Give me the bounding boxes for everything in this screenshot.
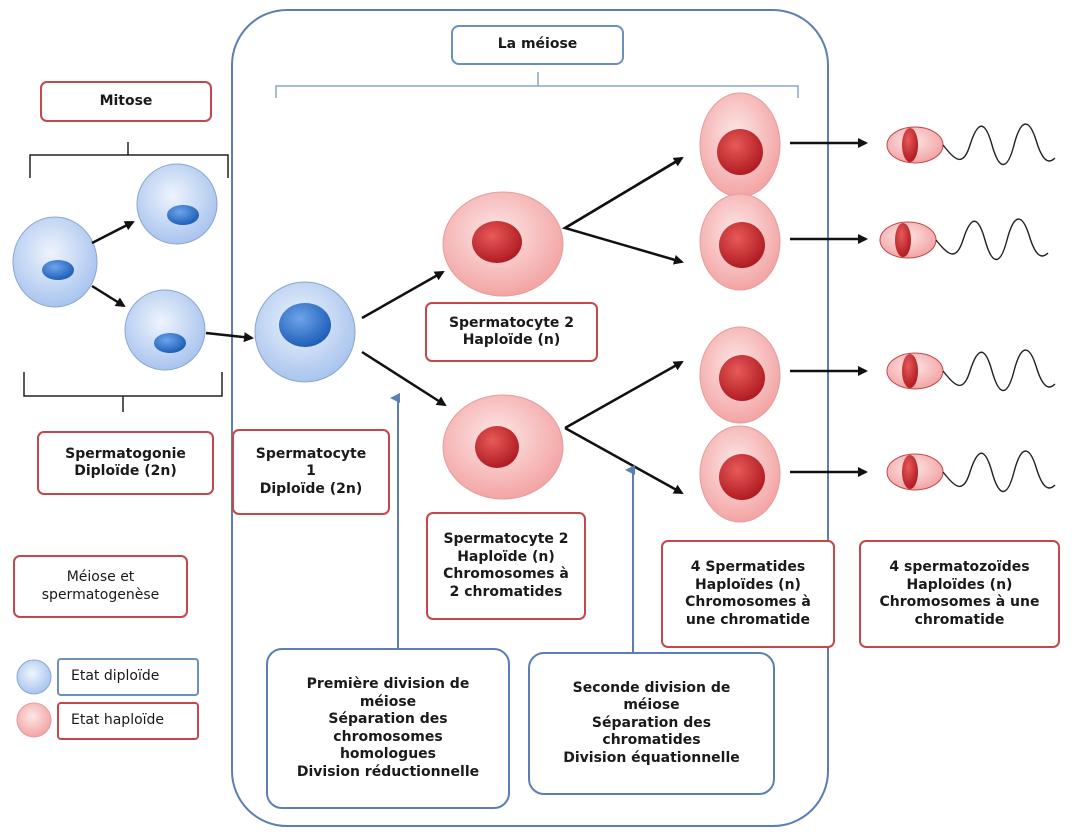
legend-diploid-label: Etat diploïde bbox=[57, 658, 199, 696]
spermatogonie-cell bbox=[12, 216, 98, 308]
spermatozoide-2 bbox=[879, 218, 1049, 261]
spermatide-cell-3 bbox=[699, 326, 781, 424]
legend-diploid-swatch bbox=[16, 659, 52, 695]
arrows bbox=[91, 138, 868, 495]
label-spermatogonie: Spermatogonie Diploïde (2n) bbox=[37, 431, 214, 495]
label-mitose: Mitose bbox=[40, 81, 212, 122]
spermatogonie-brace bbox=[23, 372, 223, 412]
spermatide-cell-1 bbox=[699, 92, 781, 198]
legend-haploid-swatch bbox=[16, 702, 52, 738]
spermatogonie-cell-bottom bbox=[124, 289, 206, 371]
label-spermatocyte2-bottom: Spermatocyte 2 Haploïde (n) Chromosomes … bbox=[426, 512, 586, 620]
label-spermatocyte1: Spermatocyte 1 Diploïde (2n) bbox=[232, 429, 390, 515]
meiosis-brace bbox=[275, 72, 799, 98]
meiosis-frame bbox=[231, 9, 829, 827]
label-second-division: Seconde division de méiose Séparation de… bbox=[528, 652, 775, 795]
spermatide-cell-4 bbox=[699, 425, 781, 523]
label-spermatides: 4 Spermatides Haploïdes (n) Chromosomes … bbox=[661, 540, 835, 648]
label-caption: Méiose et spermatogenèse bbox=[13, 555, 188, 618]
spermatozoide-3 bbox=[886, 349, 1056, 392]
title-meiose: La méiose bbox=[451, 25, 624, 65]
mitose-brace bbox=[29, 142, 229, 178]
spermatogonie-cell-top bbox=[136, 163, 218, 245]
spermatocyte1-cell bbox=[254, 281, 356, 383]
label-first-division: Première division de méiose Séparation d… bbox=[266, 648, 510, 809]
spermatide-cell-2 bbox=[699, 193, 781, 291]
legend-haploid-label: Etat haploïde bbox=[57, 702, 199, 740]
spermatocyte2-cell-bottom bbox=[442, 394, 564, 500]
spermatozoide-4 bbox=[886, 450, 1056, 493]
spermatocyte2-cell-top bbox=[442, 191, 564, 297]
spermatozoide-1 bbox=[886, 123, 1056, 166]
label-spermatozoides: 4 spermatozoïdes Haploïdes (n) Chromosom… bbox=[859, 540, 1060, 648]
label-spermatocyte2-top: Spermatocyte 2 Haploïde (n) bbox=[425, 302, 598, 362]
